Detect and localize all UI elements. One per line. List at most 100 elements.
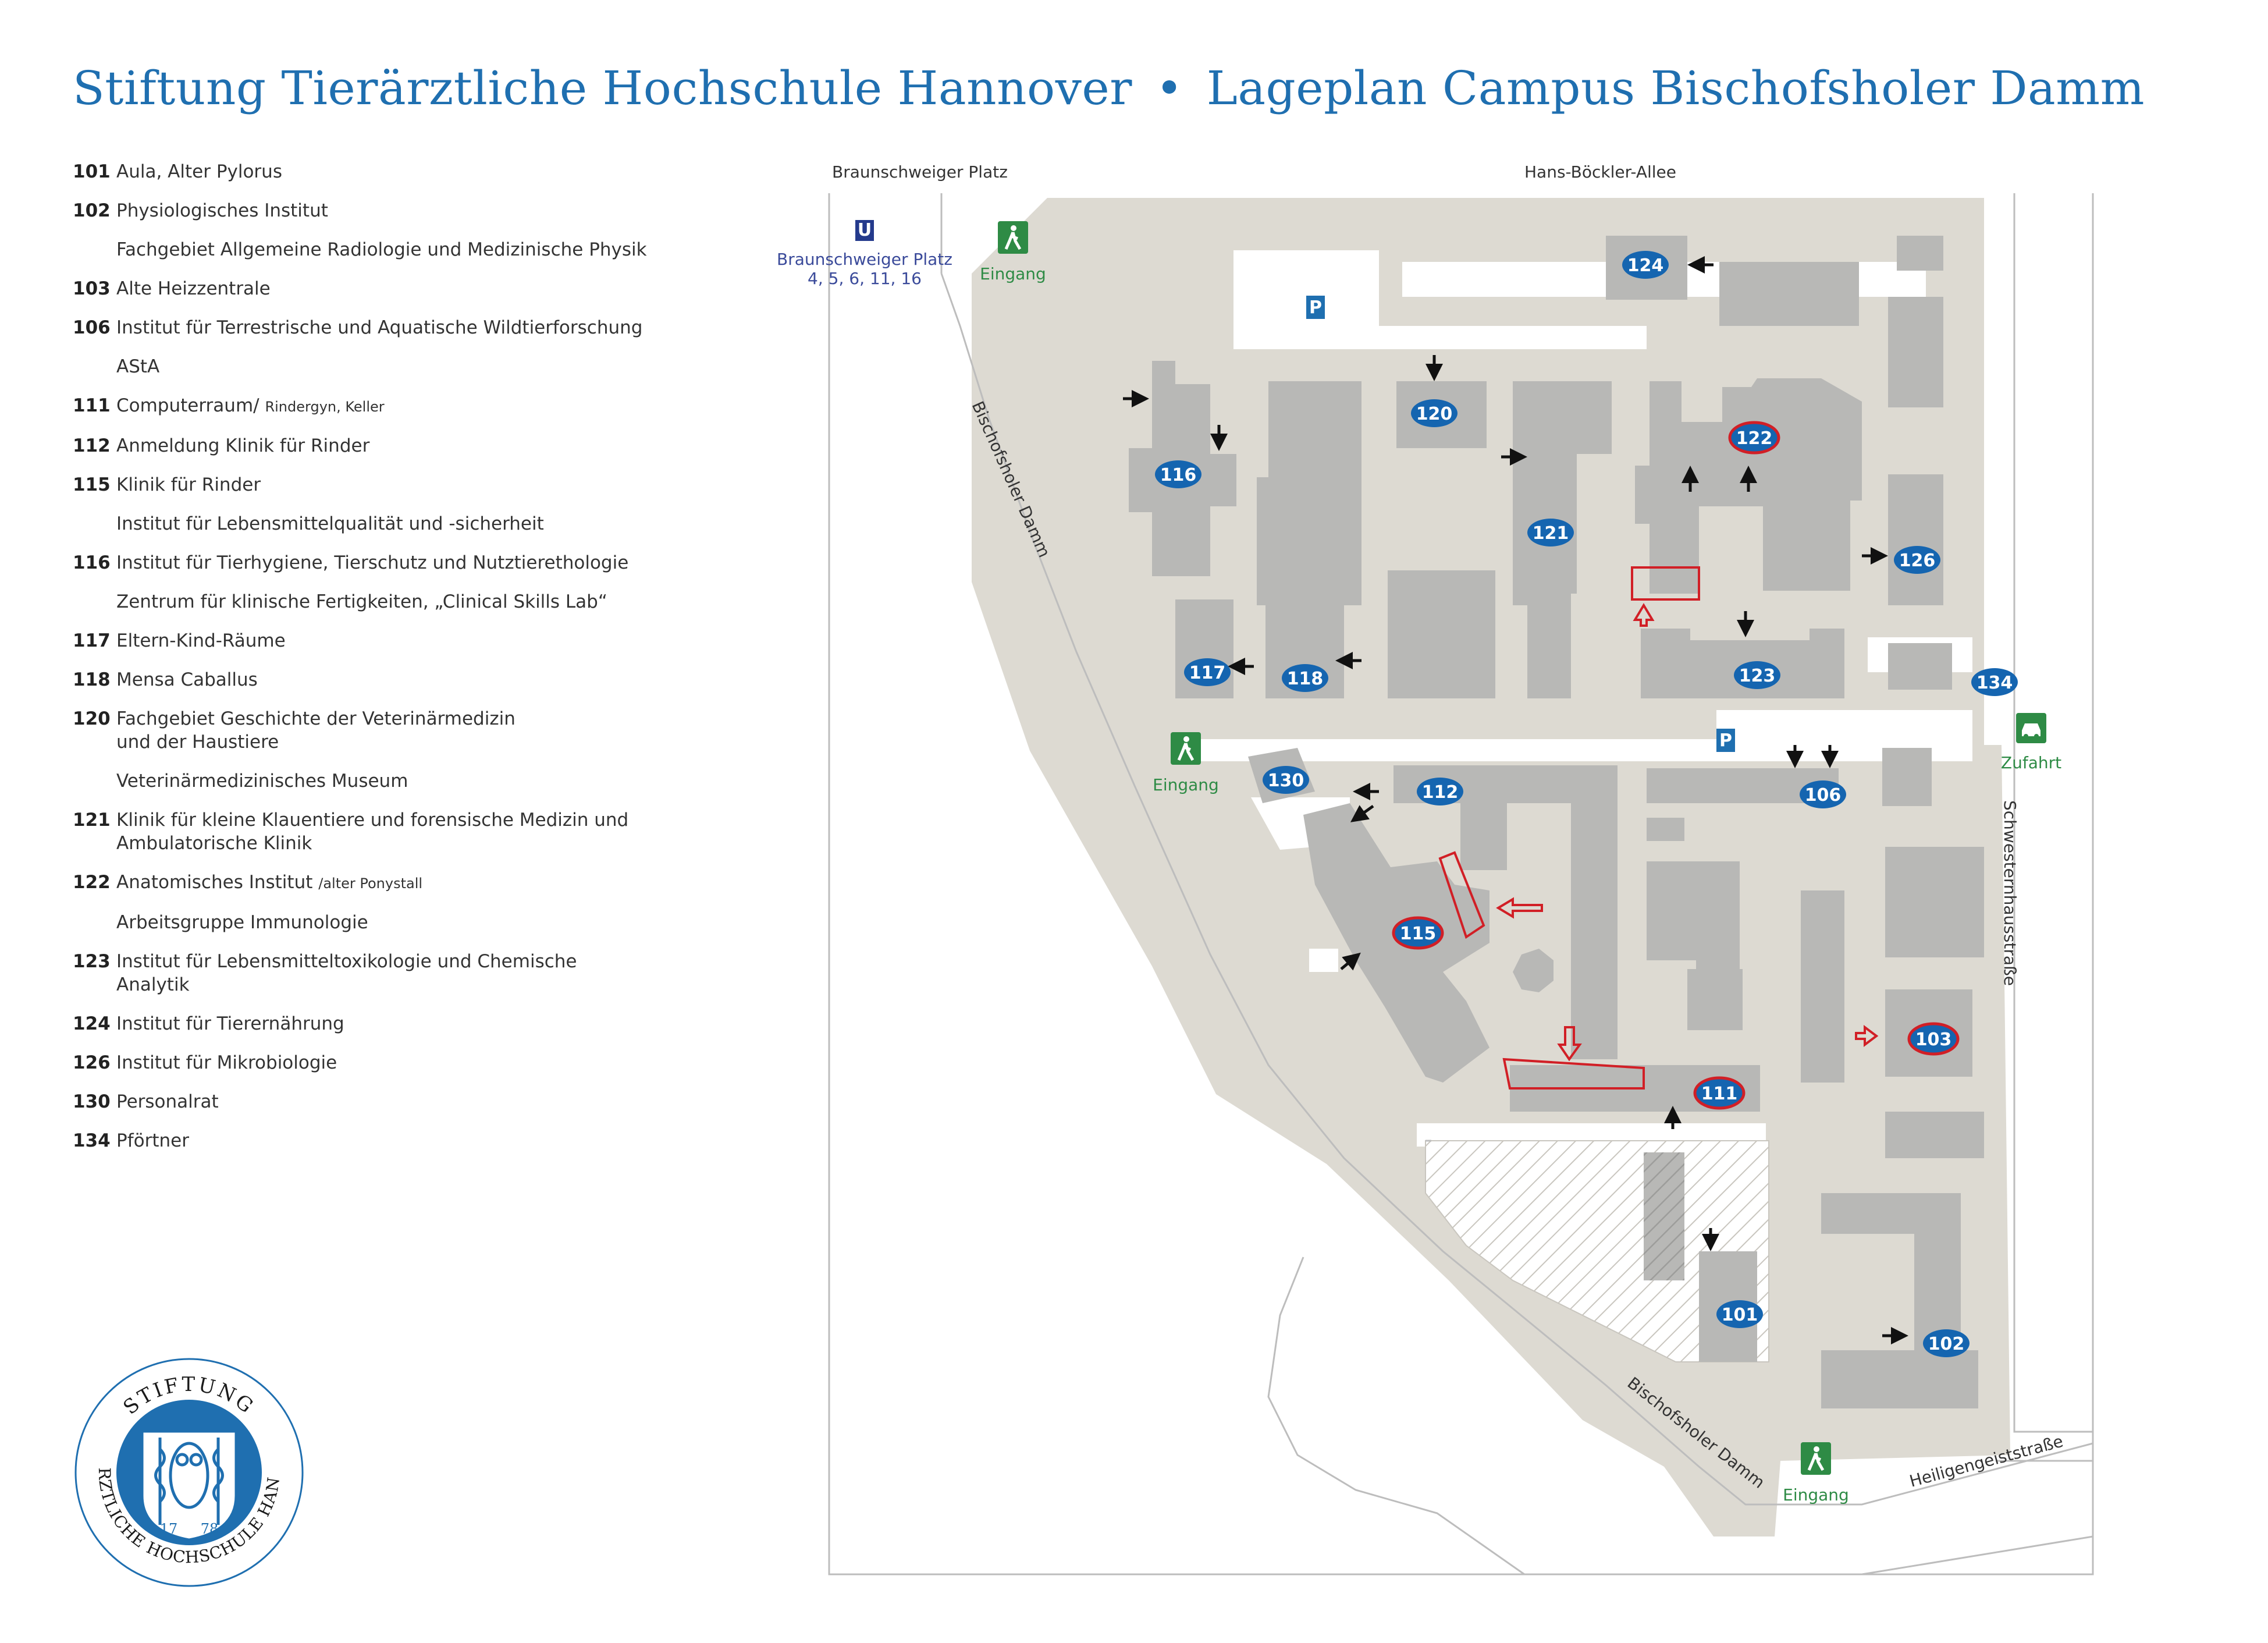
legend-description: Fachgebiet Allgemeine Radiologie und Med… [116, 238, 684, 261]
legend-row: Fachgebiet Allgemeine Radiologie und Med… [73, 238, 684, 261]
legend-text: Anmeldung Klinik für Rinder [116, 435, 370, 456]
building-marker-103[interactable]: 103 [1907, 1022, 1960, 1056]
legend-text: Klinik für kleine Klauentiere und forens… [116, 810, 629, 854]
legend-description: Aula, Alter Pylorus [116, 160, 684, 183]
svg-text:116: 116 [1160, 465, 1197, 485]
legend-description: Veterinärmedizinisches Museum [116, 769, 684, 793]
svg-text:120: 120 [1416, 404, 1453, 424]
svg-text:134: 134 [1976, 673, 2013, 693]
building-marker-106[interactable]: 106 [1800, 780, 1846, 808]
legend-description: Institut für Mikrobiologie [116, 1051, 684, 1074]
building-badges: 124 116 120 122 121 126 123 118 117 134 … [1155, 251, 2018, 1357]
legend-description: Arbeitsgruppe Immunologie [116, 911, 684, 934]
page-title: Stiftung Tierärztliche Hochschule Hannov… [73, 61, 2145, 115]
legend-description: Computerraum/ Rindergyn, Keller [116, 394, 684, 418]
svg-text:115: 115 [1400, 924, 1437, 944]
building-marker-117[interactable]: 117 [1184, 658, 1231, 686]
entrance-arrows [1123, 256, 1908, 1344]
legend-text: Arbeitsgruppe Immunologie [116, 912, 368, 933]
legend-description: Zentrum für klinische Fertigkeiten, „Cli… [116, 590, 684, 613]
building-marker-112[interactable]: 112 [1417, 778, 1463, 805]
building-marker-126[interactable]: 126 [1894, 546, 1940, 574]
svg-text:106: 106 [1805, 785, 1842, 805]
legend-text: Eltern-Kind-Räume [116, 630, 286, 651]
svg-text:111: 111 [1701, 1084, 1738, 1104]
legend-description: Klinik für Rinder [116, 473, 684, 496]
building-marker-118[interactable]: 118 [1282, 664, 1328, 692]
legend-number: 118 [73, 669, 111, 690]
legend-number: 111 [73, 395, 111, 416]
legend-description: Institut für Tierernährung [116, 1012, 684, 1035]
building-marker-102[interactable]: 102 [1923, 1329, 1970, 1357]
legend-description: Mensa Caballus [116, 668, 684, 691]
legend-number: 120 [73, 708, 111, 729]
building-marker-120[interactable]: 120 [1411, 399, 1458, 427]
svg-text:102: 102 [1928, 1334, 1965, 1354]
legend-description: Alte Heizzentrale [116, 277, 684, 300]
legend-number: 123 [73, 951, 111, 972]
legend-text: Institut für Terrestrische und Aquatisch… [116, 317, 643, 338]
pedestrian-icon [998, 221, 1028, 254]
svg-text:121: 121 [1533, 523, 1569, 544]
legend-row: Arbeitsgruppe Immunologie [73, 911, 684, 934]
legend-text: Physiologisches Institut [116, 200, 328, 221]
legend-text: Anatomisches Institut [116, 872, 313, 893]
svg-text:118: 118 [1287, 669, 1324, 689]
legend-text: Aula, Alter Pylorus [116, 161, 282, 182]
svg-text:130: 130 [1268, 771, 1304, 791]
svg-text:124: 124 [1627, 256, 1664, 276]
entrance-label-middle: Eingang [1153, 775, 1219, 794]
building-marker-124[interactable]: 124 [1622, 251, 1669, 279]
svg-text:103: 103 [1915, 1030, 1952, 1050]
legend-row: Veterinärmedizinisches Museum [73, 769, 684, 793]
ubahn-icon [855, 220, 874, 241]
legend-number: 130 [73, 1091, 111, 1112]
legend-number: 101 [73, 161, 111, 182]
street-schwesternhausstrasse: Schwesternhausstraße [2000, 800, 2020, 986]
legend-row: Zentrum für klinische Fertigkeiten, „Cli… [73, 590, 684, 613]
legend-text: Pförtner [116, 1130, 189, 1151]
university-seal-logo: STIFTUNG TIERÄRZTLICHE HOCHSCHULE HANNOV… [73, 1356, 304, 1587]
parking-sign-top [1306, 296, 1325, 319]
parking-signs: P P [1306, 296, 1735, 752]
legend-number: 126 [73, 1052, 111, 1073]
title-separator: • [1156, 61, 1183, 115]
building-marker-111[interactable]: 111 [1693, 1076, 1746, 1110]
legend-text: Fachgebiet Geschichte der Veterinärmediz… [116, 708, 516, 753]
legend-row: Institut für Lebensmittelqualität und -s… [73, 512, 684, 535]
legend-description: Institut für Lebensmittelqualität und -s… [116, 512, 684, 535]
legend-number: 102 [73, 200, 111, 221]
entrance-label-top: Eingang [980, 264, 1046, 283]
building-marker-130[interactable]: 130 [1263, 766, 1309, 794]
entrance-label-bottom: Eingang [1783, 1485, 1849, 1504]
parking-sign-middle [1716, 729, 1735, 752]
building-marker-115[interactable]: 115 [1392, 916, 1444, 950]
building-marker-116[interactable]: 116 [1155, 460, 1201, 488]
legend-text: AStA [116, 356, 160, 377]
zufahrt-label: Zufahrt [2001, 753, 2061, 772]
legend-number: 124 [73, 1013, 111, 1034]
svg-text:117: 117 [1189, 663, 1226, 683]
building-marker-101[interactable]: 101 [1716, 1300, 1763, 1328]
legend-number: 121 [73, 810, 111, 831]
building-marker-134[interactable]: 134 [1971, 668, 2018, 696]
building-marker-123[interactable]: 123 [1734, 661, 1780, 689]
building-marker-122[interactable]: 122 [1728, 421, 1780, 455]
legend-description: Eltern-Kind-Räume [116, 629, 684, 652]
building-marker-121[interactable]: 121 [1527, 519, 1574, 547]
legend-text: Institut für Mikrobiologie [116, 1052, 337, 1073]
highlight-markers [1438, 566, 1879, 1090]
hatched-building [1644, 1152, 1684, 1280]
